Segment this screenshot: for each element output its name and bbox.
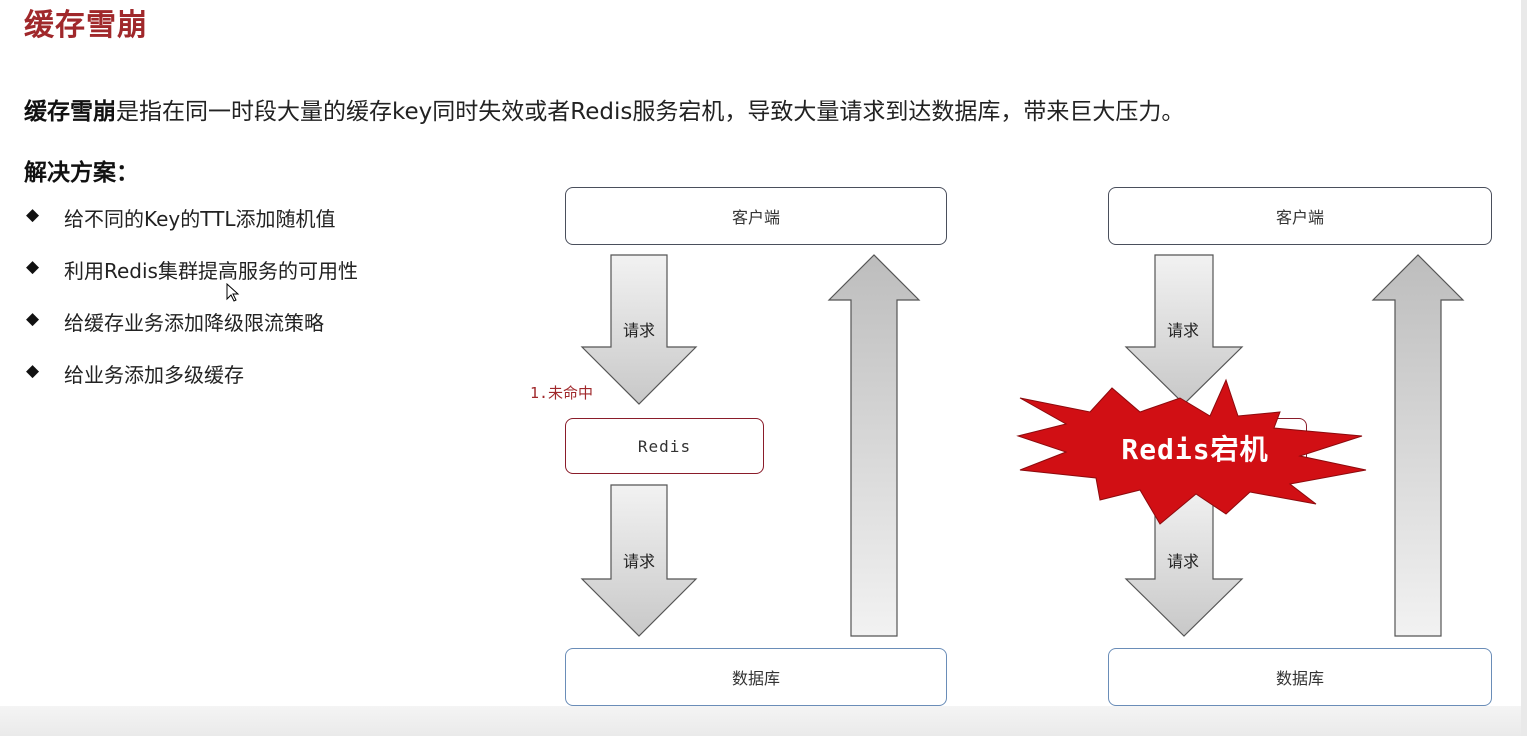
diamond-bullet-icon: ◆ — [26, 257, 40, 277]
mouse-cursor-icon — [226, 283, 240, 302]
database-box: 数据库 — [1108, 648, 1492, 706]
diamond-bullet-icon: ◆ — [26, 205, 40, 225]
request-arrow-down — [1124, 254, 1244, 405]
redis-box: Redis — [565, 418, 764, 474]
client-box: 客户端 — [565, 187, 947, 245]
list-item: ◆ 给缓存业务添加降级限流策略 — [26, 307, 358, 359]
intro-text: 是指在同一时段大量的缓存key同时失效或者Redis服务宕机，导致大量请求到达数… — [116, 99, 1185, 125]
database-box: 数据库 — [565, 648, 947, 706]
request-arrow-down — [580, 254, 698, 405]
crash-burst-icon — [1016, 378, 1367, 525]
request-label: 请求 — [1166, 552, 1199, 571]
bottom-strip — [0, 706, 1527, 736]
list-item: ◆ 给不同的Key的TTL添加随机值 — [26, 203, 358, 255]
diamond-bullet-icon: ◆ — [26, 309, 40, 329]
request-arrow-down — [580, 484, 698, 637]
page-title: 缓存雪崩 — [24, 8, 148, 43]
request-label: 请求 — [622, 321, 655, 340]
response-arrow-up — [1371, 254, 1465, 637]
diamond-bullet-icon: ◆ — [26, 361, 40, 381]
database-label: 数据库 — [1275, 669, 1324, 688]
redis-down-label: Redis宕机 — [1121, 433, 1269, 466]
database-label: 数据库 — [731, 669, 780, 688]
request-label: 请求 — [1166, 321, 1199, 340]
client-label: 客户端 — [1275, 208, 1324, 227]
client-box: 客户端 — [1108, 187, 1492, 245]
response-arrow-up — [827, 254, 921, 637]
solutions-heading: 解决方案： — [24, 160, 139, 186]
intro-term: 缓存雪崩 — [24, 99, 116, 125]
cache-miss-label: 1.未命中 — [530, 384, 594, 402]
scrollbar[interactable] — [1521, 0, 1527, 736]
solution-text: 利用Redis集群提高服务的可用性 — [64, 259, 358, 283]
client-label: 客户端 — [731, 208, 780, 227]
request-label: 请求 — [622, 552, 655, 571]
list-item: ◆ 给业务添加多级缓存 — [26, 359, 358, 411]
redis-label: Redis — [637, 436, 692, 456]
solution-text: 给业务添加多级缓存 — [64, 363, 244, 387]
intro-paragraph: 缓存雪崩是指在同一时段大量的缓存key同时失效或者Redis服务宕机，导致大量请… — [24, 92, 1184, 126]
solutions-list: ◆ 给不同的Key的TTL添加随机值 ◆ 利用Redis集群提高服务的可用性 ◆ 给缓… — [26, 203, 358, 411]
solution-text: 给不同的Key的TTL添加随机值 — [64, 207, 336, 231]
solution-text: 给缓存业务添加降级限流策略 — [64, 311, 324, 335]
list-item: ◆ 利用Redis集群提高服务的可用性 — [26, 255, 358, 307]
